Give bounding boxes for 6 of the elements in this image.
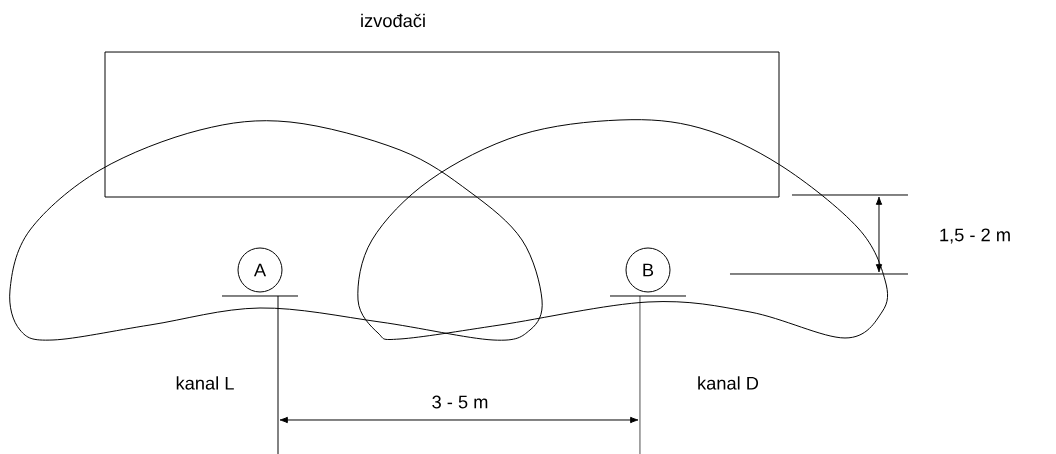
performers-box: izvođači xyxy=(104,13,780,198)
dimension-label: 3 - 5 m xyxy=(432,395,488,409)
dimension-label: 1,5 - 2 m xyxy=(940,228,1010,244)
channel-label: kanal D xyxy=(698,376,759,390)
node-label: izvođači xyxy=(361,13,425,28)
channel-label: kanal L xyxy=(176,376,234,390)
